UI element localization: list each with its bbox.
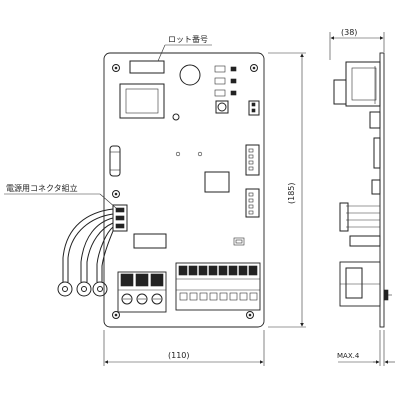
pcb-board-outline — [103, 52, 265, 328]
pcb-side-view — [333, 52, 392, 328]
pcb-front-view — [103, 52, 265, 328]
terminal-block-right — [175, 262, 261, 311]
height-dimension: (185) — [268, 52, 306, 328]
power-connector-label: 電源用コネクタ組立 — [6, 183, 78, 193]
connector-right-lower — [245, 188, 260, 218]
lot-number-callout: ロット番号 — [157, 34, 212, 62]
connector-small-top — [248, 100, 260, 116]
fuse-component — [109, 145, 121, 177]
lot-number-box — [129, 60, 165, 74]
connector-right-upper — [245, 144, 260, 176]
terminal-block-left — [117, 271, 167, 313]
width-dimension-text: (110) — [168, 351, 190, 360]
width-dimension: (110) — [103, 330, 265, 366]
depth-dimension: (38) — [329, 28, 385, 60]
power-connector-cable-assembly — [57, 208, 114, 297]
microcontroller-chip — [204, 171, 230, 193]
potentiometer — [215, 100, 229, 114]
thickness-dimension-text: MAX.4 — [337, 352, 360, 360]
transformer-block — [119, 83, 165, 119]
buzzer-component — [179, 64, 201, 86]
lot-number-label: ロット番号 — [168, 34, 208, 44]
mounting-holes — [112, 64, 258, 319]
depth-dimension-text: (38) — [341, 28, 357, 37]
thickness-dimension: MAX.4 — [337, 330, 395, 366]
relay-lower — [133, 233, 167, 249]
power-connector-callout: 電源用コネクタ組立 — [4, 183, 117, 209]
led-indicators — [214, 65, 237, 97]
height-dimension-text: (185) — [287, 182, 296, 204]
